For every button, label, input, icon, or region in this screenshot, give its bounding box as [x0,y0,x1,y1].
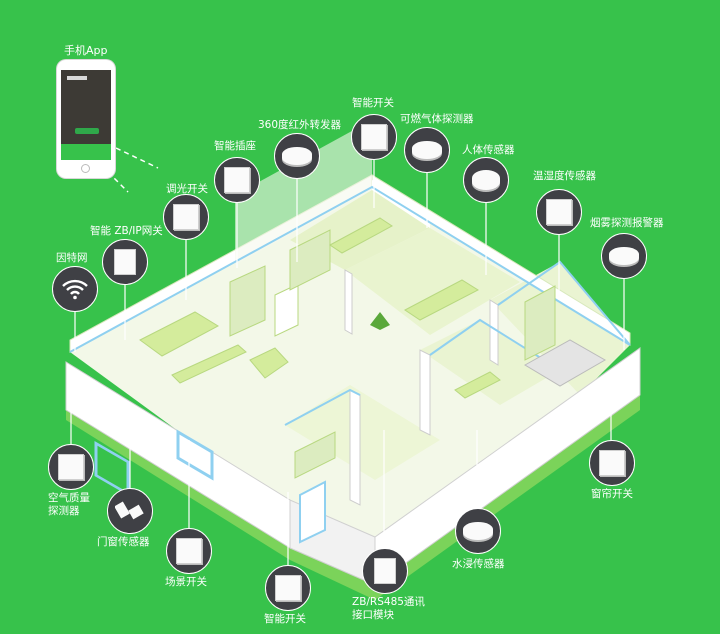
coffee-table [171,344,247,384]
device-label-zb485: ZB/RS485通讯 接口模块 [352,596,442,622]
door-sensor-icon [107,488,153,534]
connector-lines [70,160,625,565]
window-3 [299,480,326,544]
smart-switch-bottom-icon [265,565,311,611]
thermo-hygrometer-icon [536,189,582,235]
storage-floor [285,385,440,480]
shelf [294,431,336,479]
smoke-alarm-icon [601,233,647,279]
kitchen-counter [329,217,393,254]
dimmer-switch-icon [163,194,209,240]
wifi-icon [52,266,98,312]
sink [454,371,501,399]
device-label-ir: 360度红外转发器 [258,119,342,131]
device-label-gateway: 智能 ZB/IP网关 [90,225,163,237]
device-label-body: 人体传感器 [462,144,515,156]
sofa [139,311,220,357]
device-label-air: 空气质量 探测器 [48,492,108,518]
smart-switch-icon [351,114,397,160]
device-label-dimmer: 调光开关 [166,183,208,195]
app-label: 手机App [64,44,108,57]
ir-blaster-icon [274,133,320,179]
air-quality-icon [48,444,94,490]
inner-wall-2 [419,349,431,436]
device-label-internet: 因特网 [56,252,88,264]
dining-floor [345,228,520,335]
motion-sensor-icon [463,157,509,203]
gateway-icon [102,239,148,285]
device-label-curtain: 窗帘开关 [591,488,633,500]
device-label-water: 水浸传感器 [452,558,505,570]
device-label-socket: 智能插座 [214,140,256,152]
phone-icon [57,60,115,178]
device-label-switch-top: 智能开关 [352,97,394,109]
gas-detector-icon [404,127,450,173]
phone-screen [61,70,111,160]
curtain-switch-icon [589,440,635,486]
bed [524,339,607,387]
socket-icon [214,157,260,203]
device-label-gas: 可燃气体探测器 [400,113,474,125]
device-label-smoke: 烟雾探测报警器 [590,217,664,229]
wardrobe [524,285,556,361]
plant [370,312,390,330]
device-label-switch-bottom: 智能开关 [264,613,306,625]
device-label-temp: 温湿度传感器 [533,170,596,182]
device-label-door: 门窗传感器 [97,536,150,548]
fridge [289,229,331,291]
interface-module-icon [362,548,408,594]
inner-wall-3 [489,299,499,366]
inner-wall-4 [344,269,353,335]
phone-link [107,147,159,193]
scene-switch-icon [166,528,212,574]
cabinet [229,265,266,337]
device-label-air-text: 空气质量 探测器 [48,492,90,517]
back-wall-tall [235,120,372,265]
phone-home-button [81,164,90,173]
device-label-scene: 场景开关 [165,576,207,588]
bathroom-floor [420,320,560,405]
device-label-zb485-text: ZB/RS485通讯 接口模块 [352,596,425,621]
armchair [249,347,289,379]
window-2 [176,429,214,481]
window-1 [94,441,130,497]
water-sensor-icon [455,508,501,554]
inner-wall-1 [349,389,361,506]
dining-table [404,279,480,321]
